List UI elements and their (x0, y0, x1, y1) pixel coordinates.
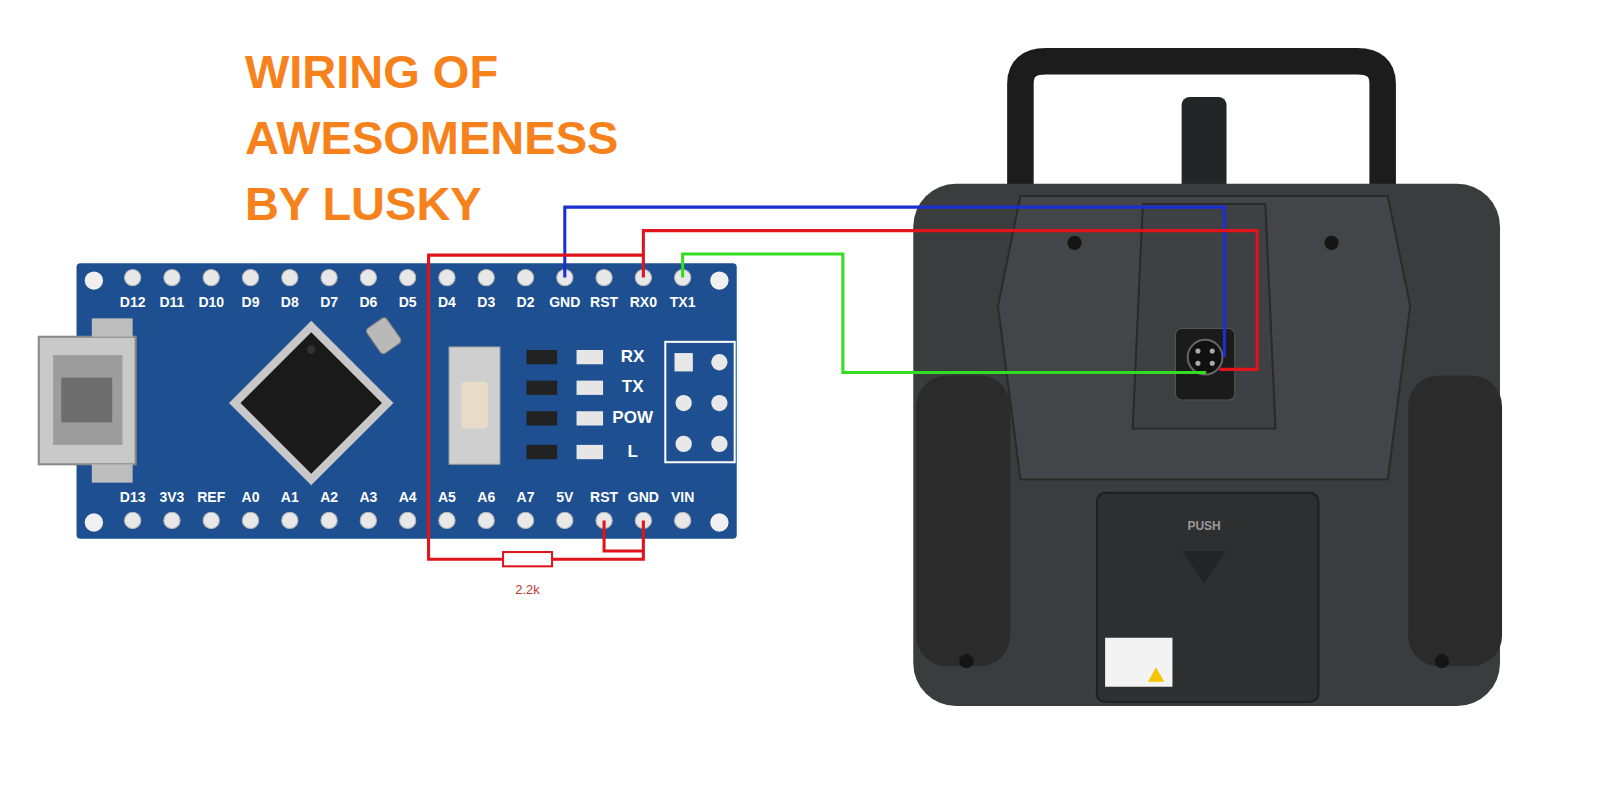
pin-label: A4 (399, 490, 417, 505)
title: WIRING OF AWESOMENESS BY LUSKY (245, 39, 635, 237)
pin-label: GND (549, 295, 580, 310)
led-label: TX (622, 378, 644, 397)
pin-label: D12 (120, 295, 146, 310)
led-label: L (627, 443, 637, 462)
pin-label: D2 (517, 295, 535, 310)
resistor-symbol (503, 552, 552, 566)
pin-label: REF (197, 490, 225, 505)
pin-label: D5 (399, 295, 417, 310)
pin-label: D13 (120, 490, 146, 505)
led-label: RX (621, 348, 645, 367)
pin-label: D9 (242, 295, 260, 310)
pin-label: D4 (438, 295, 456, 310)
pin-label: A1 (281, 490, 299, 505)
pin-label: TX1 (670, 295, 696, 310)
pin-label: A3 (359, 490, 377, 505)
arduino-nano (39, 263, 737, 539)
pin-label: D8 (281, 295, 299, 310)
cover-marking: PUSH (1187, 520, 1220, 533)
pin-label: VIN (671, 490, 694, 505)
pin-label: A0 (242, 490, 260, 505)
wires (429, 207, 1258, 559)
pin-label: D6 (359, 295, 377, 310)
pin-label: 5V (556, 490, 573, 505)
pin-label: A2 (320, 490, 338, 505)
pin-label: D11 (159, 295, 184, 310)
rc-transmitter (913, 61, 1502, 706)
pin-label: D7 (320, 295, 338, 310)
pin-label: D3 (477, 295, 495, 310)
pin-label: RST (590, 490, 618, 505)
resistor-value: 2.2k (515, 583, 540, 597)
pin-label: A5 (438, 490, 456, 505)
pin-label: D10 (198, 295, 224, 310)
led-label: POW (612, 409, 653, 428)
pin-label: GND (628, 490, 659, 505)
pin-label: RST (590, 295, 618, 310)
pin-label: RX0 (630, 295, 657, 310)
pin-label: A6 (477, 490, 495, 505)
pin-label: A7 (517, 490, 535, 505)
pin-label: 3V3 (159, 490, 184, 505)
